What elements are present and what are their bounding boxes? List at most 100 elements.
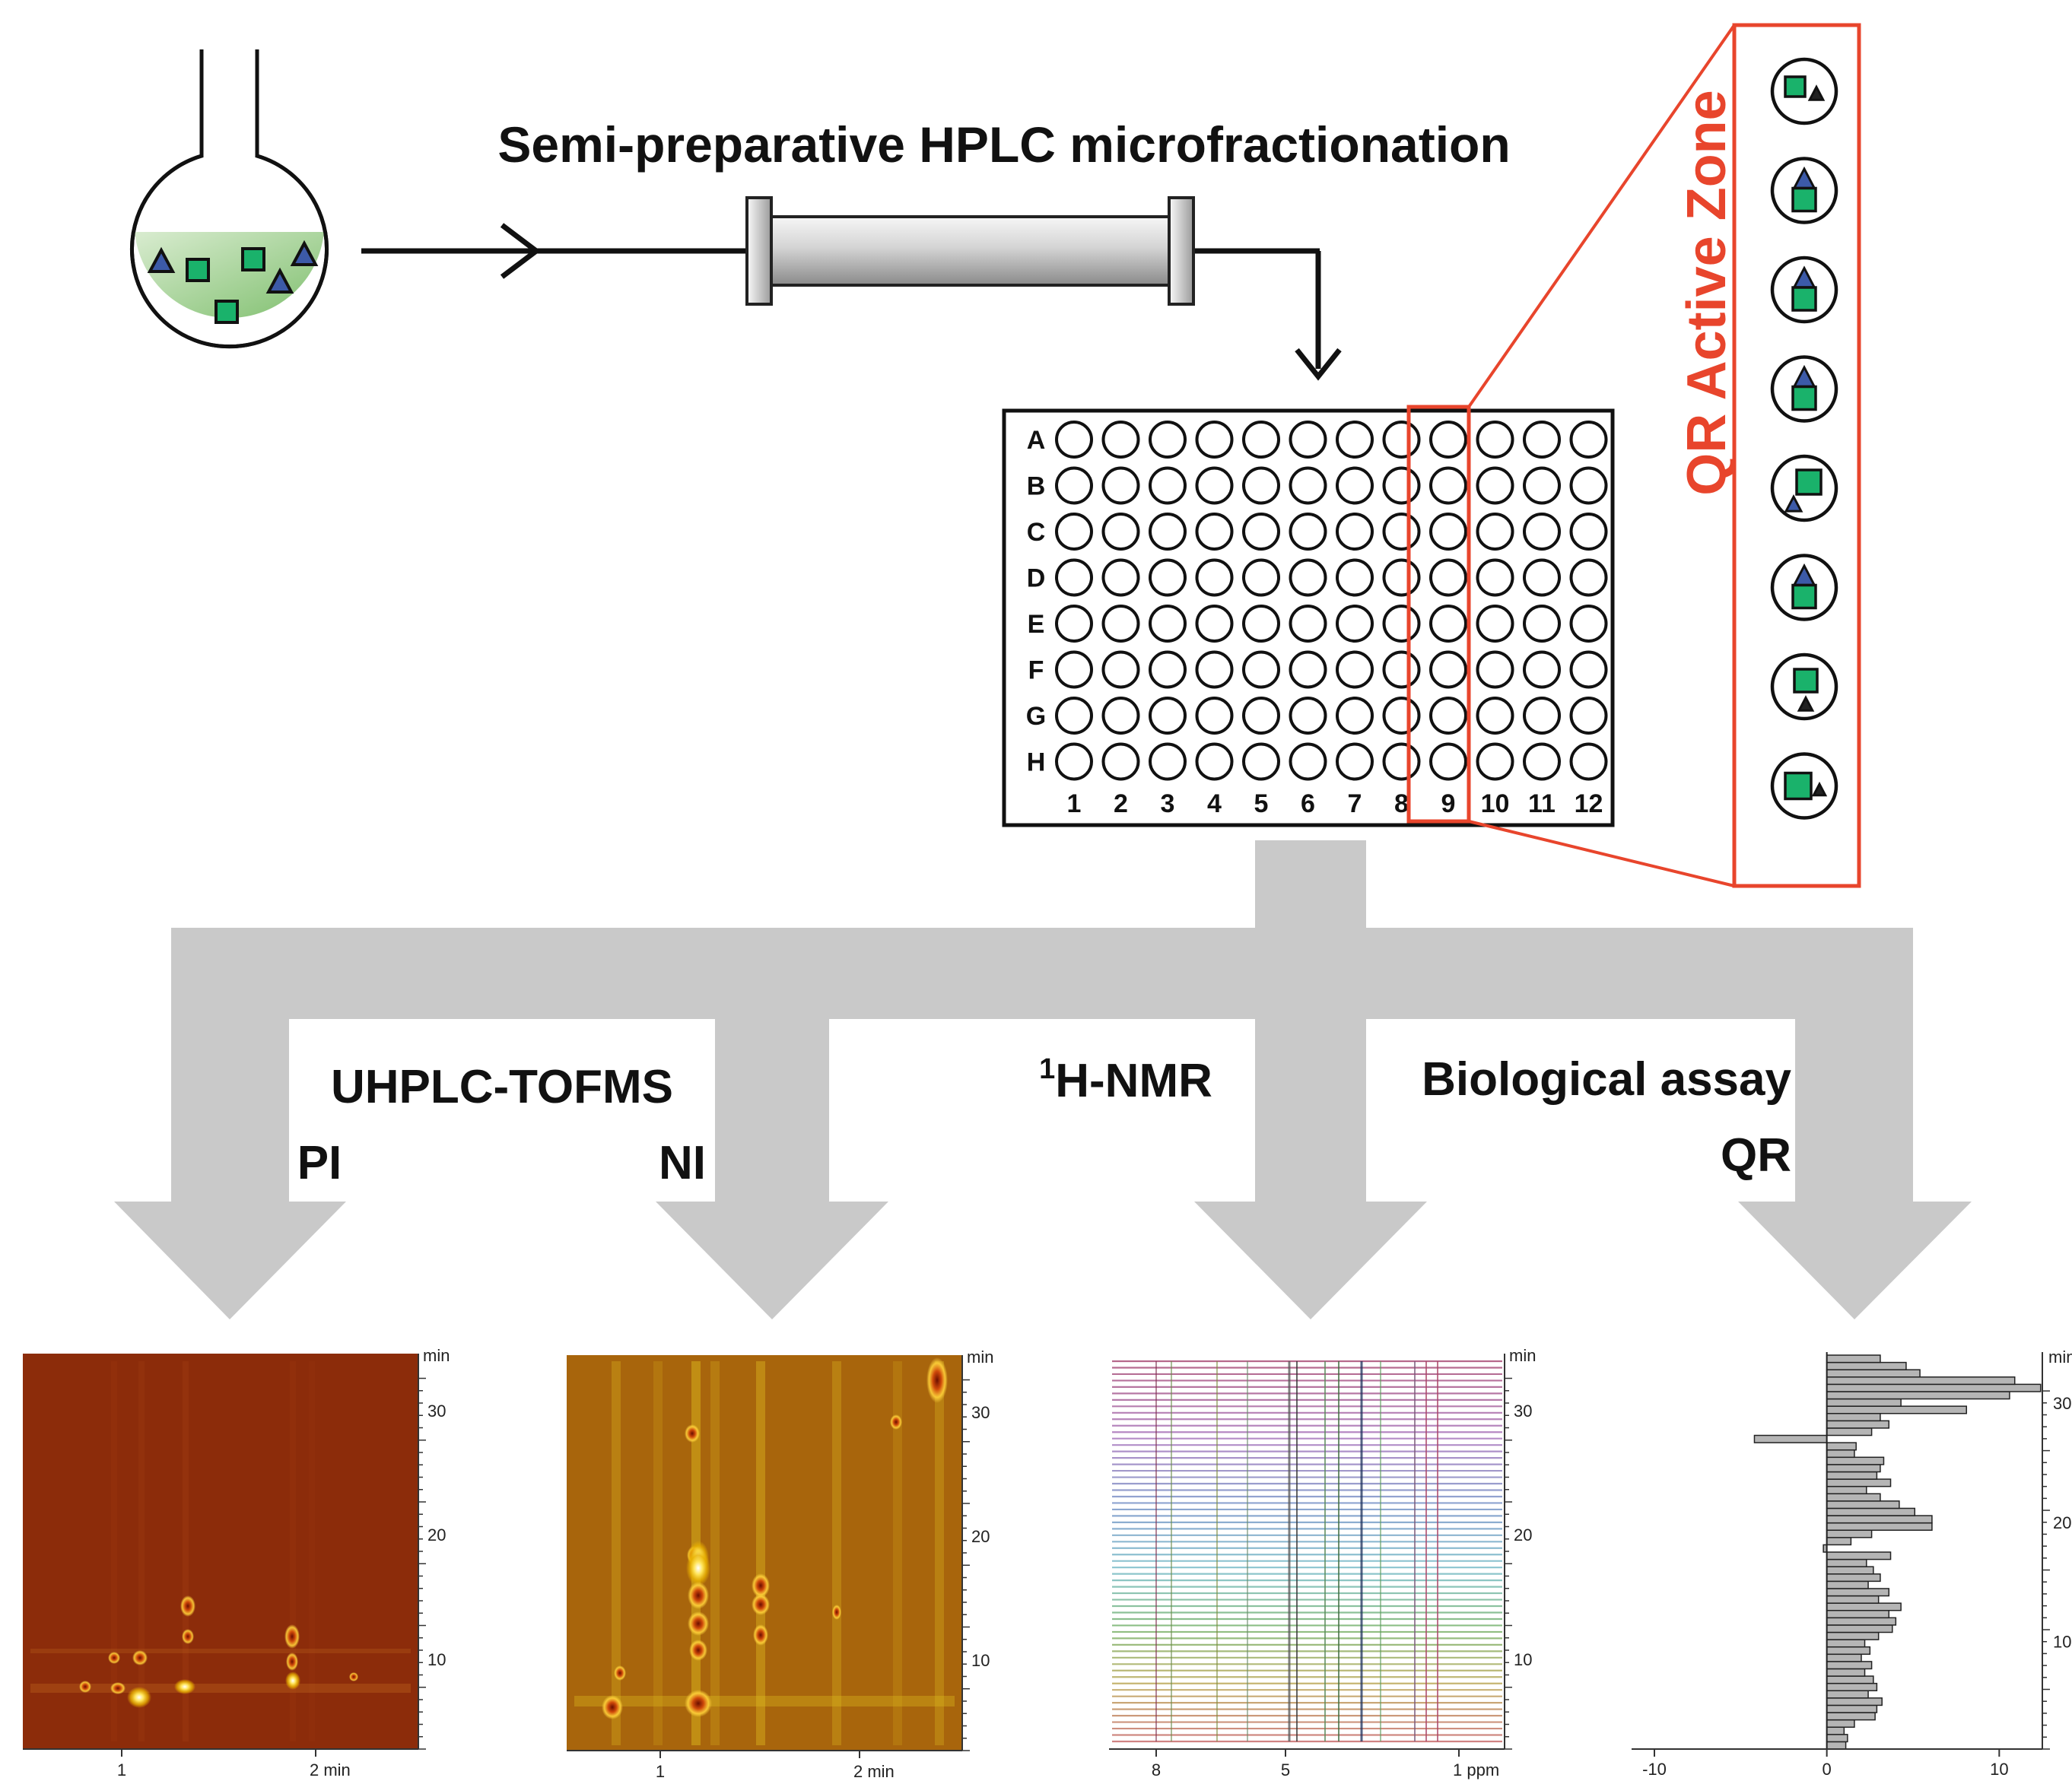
plate-well[interactable] <box>1569 421 1608 459</box>
plate-well[interactable] <box>1242 513 1280 551</box>
plate-well[interactable] <box>1289 697 1327 735</box>
plate-well[interactable] <box>1429 605 1467 643</box>
plate-well[interactable] <box>1476 558 1514 597</box>
plate-well[interactable] <box>1382 558 1421 597</box>
plate-well[interactable] <box>1101 650 1140 689</box>
plate-well[interactable] <box>1055 558 1093 597</box>
plate-well[interactable] <box>1476 650 1514 689</box>
plate-well[interactable] <box>1523 513 1561 551</box>
plate-well[interactable] <box>1569 650 1608 689</box>
plate-well[interactable] <box>1195 513 1234 551</box>
plate-well[interactable] <box>1149 513 1187 551</box>
plate-well[interactable] <box>1101 513 1140 551</box>
plate-well[interactable] <box>1382 421 1421 459</box>
plate-well[interactable] <box>1195 466 1234 505</box>
plate-well[interactable] <box>1336 697 1374 735</box>
plate-well[interactable] <box>1195 421 1234 459</box>
plate-well[interactable] <box>1476 466 1514 505</box>
green-square-icon <box>1793 668 1819 694</box>
plate-well[interactable] <box>1289 421 1327 459</box>
plate-well[interactable] <box>1055 421 1093 459</box>
plate-well[interactable] <box>1242 697 1280 735</box>
plate-well[interactable] <box>1242 466 1280 505</box>
plate-well[interactable] <box>1055 466 1093 505</box>
plate-well[interactable] <box>1336 466 1374 505</box>
plate-well[interactable] <box>1195 650 1234 689</box>
plate-well[interactable] <box>1195 742 1234 781</box>
plate-well[interactable] <box>1242 421 1280 459</box>
plate-well[interactable] <box>1101 605 1140 643</box>
plate-well[interactable] <box>1149 466 1187 505</box>
plate-well[interactable] <box>1569 742 1608 781</box>
plate-well[interactable] <box>1382 466 1421 505</box>
plate-well[interactable] <box>1429 650 1467 689</box>
plate-well[interactable] <box>1429 513 1467 551</box>
plate-well[interactable] <box>1476 513 1514 551</box>
plate-well[interactable] <box>1336 650 1374 689</box>
plate-well[interactable] <box>1195 697 1234 735</box>
plate-well[interactable] <box>1429 697 1467 735</box>
plate-well[interactable] <box>1101 466 1140 505</box>
plate-well[interactable] <box>1429 558 1467 597</box>
plate-well[interactable] <box>1429 466 1467 505</box>
plate-well[interactable] <box>1055 605 1093 643</box>
plate-well[interactable] <box>1195 558 1234 597</box>
plate-well[interactable] <box>1569 466 1608 505</box>
plate-well[interactable] <box>1055 513 1093 551</box>
plate-well[interactable] <box>1382 605 1421 643</box>
plate-well[interactable] <box>1101 697 1140 735</box>
plate-well[interactable] <box>1289 466 1327 505</box>
plate-well[interactable] <box>1336 558 1374 597</box>
plate-well[interactable] <box>1055 650 1093 689</box>
highlight-column-9[interactable] <box>1406 405 1471 824</box>
plate-well[interactable] <box>1242 650 1280 689</box>
plate-well[interactable] <box>1149 742 1187 781</box>
ms-feature-spot <box>349 1672 358 1681</box>
plate-well[interactable] <box>1242 605 1280 643</box>
plate-well[interactable] <box>1289 605 1327 643</box>
plate-well[interactable] <box>1523 650 1561 689</box>
plate-well[interactable] <box>1476 742 1514 781</box>
plate-well[interactable] <box>1429 742 1467 781</box>
plate-well[interactable] <box>1476 605 1514 643</box>
plate-well[interactable] <box>1569 605 1608 643</box>
plate-well[interactable] <box>1289 513 1327 551</box>
plate-well[interactable] <box>1101 558 1140 597</box>
plate-well[interactable] <box>1523 605 1561 643</box>
plate-well[interactable] <box>1101 742 1140 781</box>
plate-well[interactable] <box>1569 558 1608 597</box>
plate-well[interactable] <box>1336 742 1374 781</box>
plate-well[interactable] <box>1382 697 1421 735</box>
plate-well[interactable] <box>1429 421 1467 459</box>
plate-well[interactable] <box>1289 742 1327 781</box>
plate-well[interactable] <box>1476 697 1514 735</box>
plate-well[interactable] <box>1055 742 1093 781</box>
plate-well[interactable] <box>1289 558 1327 597</box>
plate-well[interactable] <box>1523 421 1561 459</box>
plate-well[interactable] <box>1242 558 1280 597</box>
plate-well[interactable] <box>1195 605 1234 643</box>
plate-col-label: 11 <box>1528 789 1556 818</box>
plate-well[interactable] <box>1055 697 1093 735</box>
plate-well[interactable] <box>1336 421 1374 459</box>
plate-well[interactable] <box>1523 697 1561 735</box>
plate-well[interactable] <box>1476 421 1514 459</box>
plate-well[interactable] <box>1382 742 1421 781</box>
plate-well[interactable] <box>1523 466 1561 505</box>
plate-well[interactable] <box>1382 513 1421 551</box>
plate-well[interactable] <box>1523 558 1561 597</box>
plate-well[interactable] <box>1569 697 1608 735</box>
plate-well[interactable] <box>1336 513 1374 551</box>
plate-well[interactable] <box>1523 742 1561 781</box>
plate-well[interactable] <box>1149 697 1187 735</box>
plate-well[interactable] <box>1149 650 1187 689</box>
plate-well[interactable] <box>1149 421 1187 459</box>
plate-well[interactable] <box>1289 650 1327 689</box>
plate-well[interactable] <box>1101 421 1140 459</box>
plate-well[interactable] <box>1382 650 1421 689</box>
plate-well[interactable] <box>1242 742 1280 781</box>
plate-well[interactable] <box>1149 605 1187 643</box>
plate-well[interactable] <box>1149 558 1187 597</box>
plate-well[interactable] <box>1336 605 1374 643</box>
plate-well[interactable] <box>1569 513 1608 551</box>
